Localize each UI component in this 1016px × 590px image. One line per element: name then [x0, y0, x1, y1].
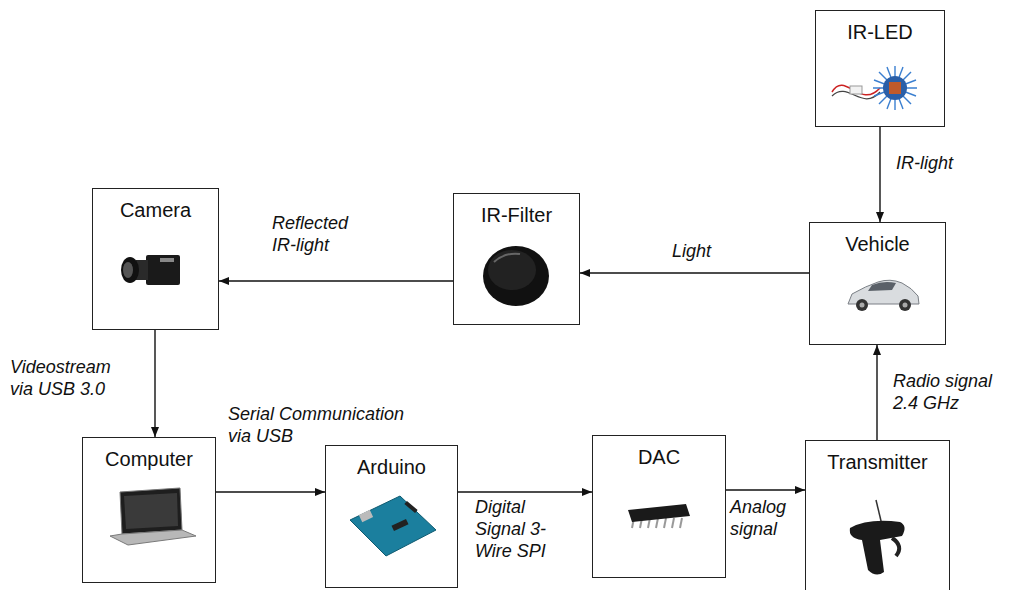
camera-picture [121, 255, 180, 285]
box-title: Arduino [326, 456, 457, 479]
box-title: DAC [593, 446, 725, 469]
box-title: IR-Filter [454, 204, 579, 227]
box-title: Transmitter [806, 451, 949, 474]
device-box: Camera [92, 188, 219, 330]
vehicle-picture [848, 280, 919, 311]
signal-label: IR-light [896, 152, 976, 174]
signal-arrow [458, 491, 592, 492]
device-box: Transmitter [805, 440, 950, 590]
signal-label: Light [672, 240, 732, 262]
box-title: Computer [83, 448, 215, 471]
laptop-picture [110, 488, 196, 545]
signal-arrow [219, 280, 453, 281]
device-box: Arduino [325, 445, 458, 588]
device-box: IR-Filter [453, 193, 580, 325]
signal-label: Serial Communication via USB [228, 403, 423, 447]
box-title: Camera [93, 199, 218, 222]
signal-label: Reflected IR-light [272, 212, 372, 256]
device-box: Computer [82, 437, 216, 583]
signal-arrow [876, 345, 877, 440]
transmitter-picture [850, 500, 905, 575]
box-title: Vehicle [810, 233, 945, 256]
dac-chip-picture [628, 504, 690, 528]
arduino-picture [350, 496, 436, 556]
signal-label: Analog signal [730, 496, 800, 540]
device-box: IR-LED [815, 10, 945, 127]
signal-arrow [726, 489, 805, 490]
device-box: DAC [592, 435, 726, 578]
signal-arrow [879, 127, 880, 222]
box-title: IR-LED [816, 21, 944, 44]
ir-filter-picture [483, 246, 549, 306]
signal-arrow [580, 272, 809, 273]
signal-label: Videostream via USB 3.0 [10, 356, 130, 400]
device-box: Vehicle [809, 222, 946, 345]
signal-label: Digital Signal 3-Wire SPI [475, 496, 570, 562]
ir-led-picture [832, 66, 917, 110]
signal-label: Radio signal 2.4 GHz [893, 370, 1003, 414]
signal-arrow [154, 330, 155, 437]
signal-arrow [216, 491, 325, 492]
